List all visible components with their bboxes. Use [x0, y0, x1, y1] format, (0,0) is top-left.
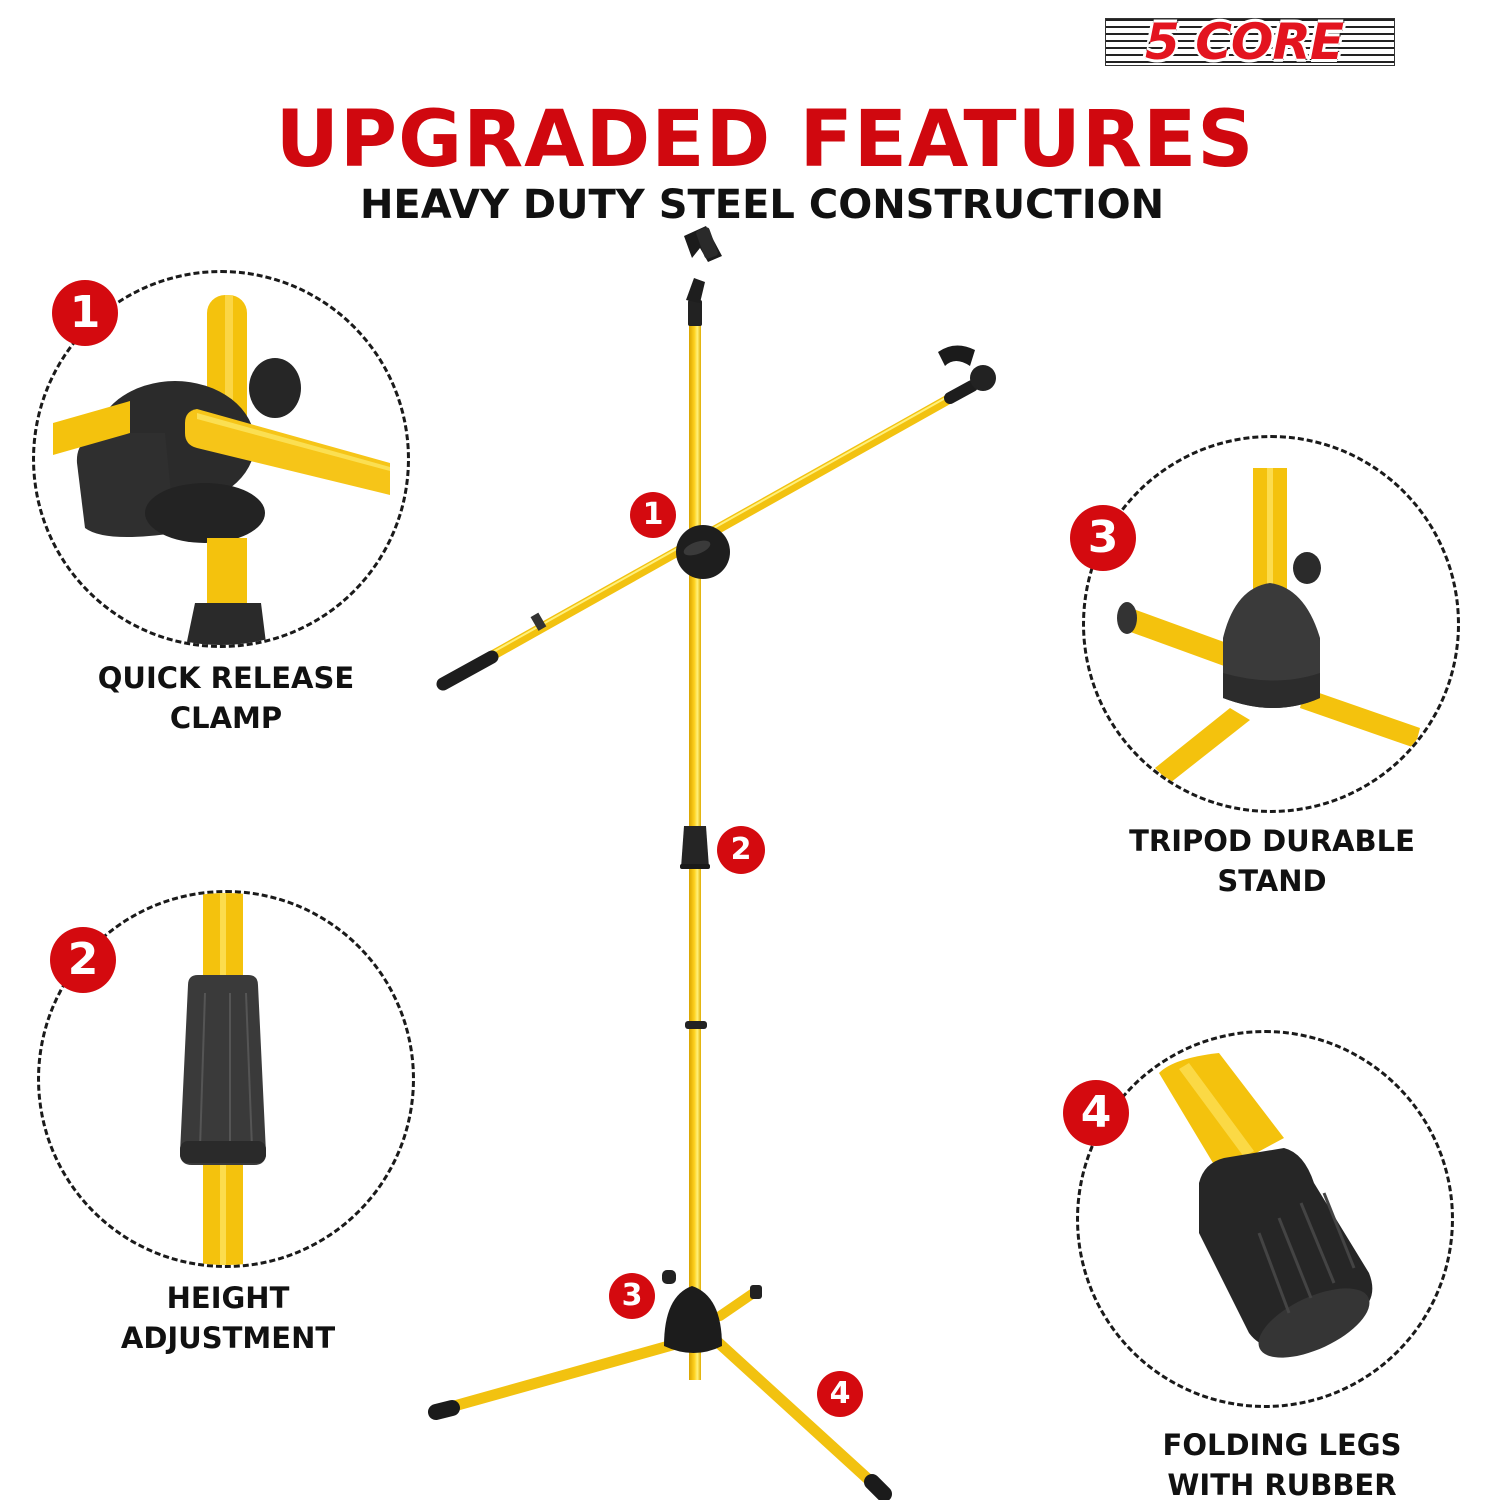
feature-label-line1: FOLDING LEGS [1162, 1428, 1402, 1462]
feature-label-line1: TRIPOD DURABLE [1129, 824, 1415, 858]
tripod-base-icon [1117, 468, 1420, 783]
logo-stripes [1105, 18, 1395, 66]
page-title: UPGRADED FEATURES [275, 95, 1255, 185]
feature-detail-circle [1082, 435, 1460, 813]
page-subtitle: HEAVY DUTY STEEL CONSTRUCTION [359, 182, 1165, 228]
product-callout-1: 1 [630, 492, 676, 538]
feature-label-line1: HEIGHT [166, 1281, 290, 1315]
product-callout-2: 2 [717, 826, 765, 874]
product-callout-4: 4 [817, 1371, 863, 1417]
feature-label-line2: WITH RUBBER [1167, 1468, 1397, 1502]
logo-text: 5 CORE [1144, 12, 1345, 72]
feature-card-tripod-durable-stand: 3 TRIPOD DURABLE STAND [1070, 430, 1490, 910]
feature-label-tripod-durable-stand: TRIPOD DURABLE STAND [1070, 821, 1474, 901]
feature-badge-1: 1 [52, 280, 118, 346]
feature-label-quick-release-clamp: QUICK RELEASE CLAMP [30, 658, 422, 738]
feature-badge-4: 4 [1063, 1080, 1129, 1146]
feature-label-folding-legs: FOLDING LEGS WITH RUBBER [1070, 1425, 1494, 1505]
product-callout-3: 3 [609, 1273, 655, 1319]
height-adjuster-icon [180, 893, 266, 1265]
feature-badge-2: 2 [50, 927, 116, 993]
rubber-foot-icon [1159, 1053, 1373, 1358]
feature-label-line2: STAND [1217, 864, 1327, 898]
feature-detail-circle [1076, 1030, 1454, 1408]
clamp-icon [53, 295, 390, 645]
feature-label-height-adjustment: HEIGHT ADJUSTMENT [30, 1278, 426, 1358]
feature-card-height-adjustment: 2 HEIGHT ADJUSTMENT [30, 885, 430, 1365]
feature-detail-circle [37, 890, 415, 1268]
feature-label-line2: ADJUSTMENT [120, 1321, 336, 1355]
feature-card-folding-legs: 4 FOLDING LEGS WITH RUBBER [1063, 1025, 1490, 1502]
brand-logo: 5 CORE [1105, 8, 1395, 74]
feature-label-line2: CLAMP [169, 701, 283, 735]
feature-label-line1: QUICK RELEASE [97, 661, 355, 695]
feature-card-quick-release-clamp: 1 QUICK RELEASE CLAMP [30, 265, 430, 745]
feature-badge-3: 3 [1070, 505, 1136, 571]
